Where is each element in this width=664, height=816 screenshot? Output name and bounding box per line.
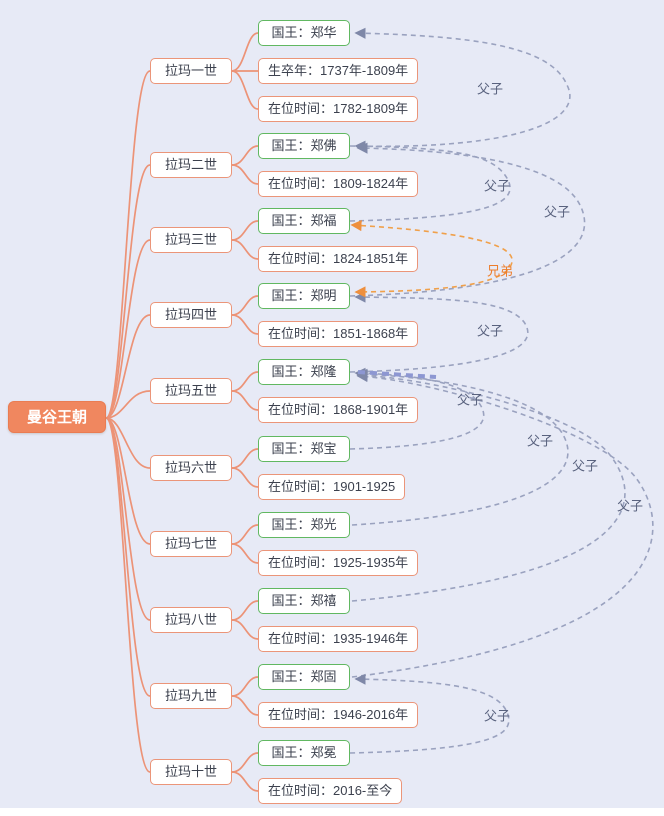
reign-node-rama3[interactable]: 在位时间：1824-1851年 — [258, 246, 419, 272]
king-node-rama8[interactable]: 国王：郑禧 — [258, 588, 350, 614]
branch-node-rama3[interactable]: 拉玛三世 — [150, 227, 232, 253]
branch-node-rama4[interactable]: 拉玛四世 — [150, 302, 232, 328]
king-node-rama9[interactable]: 国王：郑固 — [258, 664, 350, 690]
father-son-label: 父子 — [543, 204, 571, 220]
branch-node-rama2[interactable]: 拉玛二世 — [150, 152, 232, 178]
father-son-label: 父子 — [483, 708, 511, 724]
reign-node-rama9[interactable]: 在位时间：1946-2016年 — [258, 702, 419, 728]
brothers-label: 兄弟 — [486, 263, 514, 279]
king-node-rama2[interactable]: 国王：郑佛 — [258, 133, 350, 159]
king-node-rama10[interactable]: 国王：郑冕 — [258, 740, 350, 766]
father-son-label: 父子 — [526, 433, 554, 449]
branch-node-rama9[interactable]: 拉玛九世 — [150, 683, 232, 709]
branch-node-rama10[interactable]: 拉玛十世 — [150, 759, 232, 785]
branch-node-rama1[interactable]: 拉玛一世 — [150, 58, 232, 84]
reign-node-rama2[interactable]: 在位时间：1809-1824年 — [258, 171, 419, 197]
king-node-rama1[interactable]: 国王：郑华 — [258, 20, 350, 46]
father-son-label: 父子 — [483, 178, 511, 194]
reign-node-rama10[interactable]: 在位时间：2016-至今 — [258, 778, 403, 804]
branch-node-rama7[interactable]: 拉玛七世 — [150, 531, 232, 557]
reign-node-rama4[interactable]: 在位时间：1851-1868年 — [258, 321, 419, 347]
reign-node-rama7[interactable]: 在位时间：1925-1935年 — [258, 550, 419, 576]
relation-edges — [349, 27, 654, 754]
reign-node-rama6[interactable]: 在位时间：1901-1925 — [258, 474, 406, 500]
father-son-label: 父子 — [476, 81, 504, 97]
branch-node-rama6[interactable]: 拉玛六世 — [150, 455, 232, 481]
king-node-rama4[interactable]: 国王：郑明 — [258, 283, 350, 309]
reign-node-rama5[interactable]: 在位时间：1868-1901年 — [258, 397, 419, 423]
life-node-rama1[interactable]: 生卒年：1737年-1809年 — [258, 58, 419, 84]
king-node-rama5[interactable]: 国王：郑隆 — [258, 359, 350, 385]
king-node-rama7[interactable]: 国王：郑光 — [258, 512, 350, 538]
reign-node-rama1[interactable]: 在位时间：1782-1809年 — [258, 96, 419, 122]
king-node-rama6[interactable]: 国王：郑宝 — [258, 436, 350, 462]
father-son-label: 父子 — [456, 392, 484, 408]
root-node[interactable]: 曼谷王朝 — [8, 401, 106, 433]
father-son-label: 父子 — [476, 323, 504, 339]
father-son-label: 父子 — [616, 498, 644, 514]
father-son-label: 父子 — [571, 458, 599, 474]
bottom-margin — [0, 808, 664, 816]
tree-edges — [105, 32, 259, 792]
reign-node-rama8[interactable]: 在位时间：1935-1946年 — [258, 626, 419, 652]
branch-node-rama8[interactable]: 拉玛八世 — [150, 607, 232, 633]
king-node-rama3[interactable]: 国王：郑福 — [258, 208, 350, 234]
branch-node-rama5[interactable]: 拉玛五世 — [150, 378, 232, 404]
relation-emphasis-stub — [357, 370, 437, 379]
